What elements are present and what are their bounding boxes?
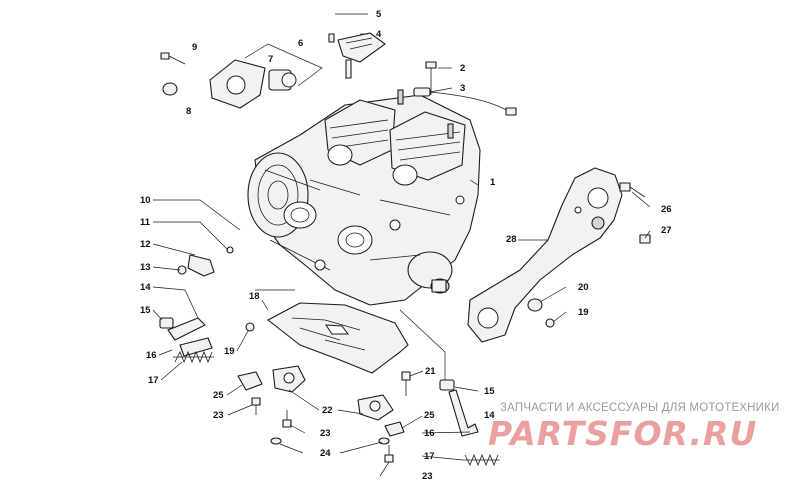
callout-18: 18 bbox=[249, 291, 260, 302]
callout-11: 11 bbox=[140, 217, 151, 228]
callout-15-left: 15 bbox=[140, 305, 151, 316]
callout-28: 28 bbox=[506, 234, 517, 245]
callout-19-right: 19 bbox=[578, 307, 589, 318]
callout-25-right: 25 bbox=[424, 410, 435, 421]
bolt-9 bbox=[160, 52, 186, 65]
callout-7: 7 bbox=[268, 54, 273, 65]
callout-12: 12 bbox=[140, 239, 151, 250]
bolt-19b bbox=[545, 318, 555, 328]
bolt-26 bbox=[619, 182, 646, 198]
callout-2: 2 bbox=[460, 63, 465, 74]
left-hardware bbox=[159, 246, 234, 364]
callout-26: 26 bbox=[661, 204, 672, 215]
engine-mount-plate-18 bbox=[267, 302, 409, 374]
callout-16-left: 16 bbox=[146, 350, 157, 361]
callout-1: 1 bbox=[490, 177, 496, 188]
bolts-23 bbox=[251, 397, 394, 463]
callout-19-left: 19 bbox=[224, 346, 235, 357]
bolt-27 bbox=[639, 234, 651, 244]
callout-14-left: 14 bbox=[140, 282, 151, 293]
washer-20 bbox=[527, 298, 543, 312]
bolt-19 bbox=[245, 322, 255, 332]
callout-4: 4 bbox=[376, 29, 382, 40]
bolt-2 bbox=[425, 61, 437, 95]
callout-13: 13 bbox=[140, 262, 151, 273]
thermostat-7 bbox=[268, 69, 297, 91]
engine-block bbox=[247, 89, 481, 306]
callout-17-left: 17 bbox=[148, 375, 159, 386]
callout-9: 9 bbox=[192, 42, 197, 53]
callout-21: 21 bbox=[425, 366, 436, 377]
clip-5 bbox=[328, 33, 335, 43]
callout-23-bottom: 23 bbox=[422, 471, 433, 482]
callout-14-right: 14 bbox=[484, 410, 495, 421]
callout-16-right: 16 bbox=[424, 428, 435, 439]
bolt-21 bbox=[401, 371, 411, 396]
callout-25-left: 25 bbox=[213, 390, 224, 401]
callout-20: 20 bbox=[578, 282, 589, 293]
right-hose-assembly bbox=[439, 379, 500, 467]
callout-10: 10 bbox=[140, 195, 151, 206]
callout-24: 24 bbox=[320, 448, 331, 459]
callout-27: 27 bbox=[661, 225, 672, 236]
callout-23-mid: 23 bbox=[320, 428, 331, 439]
watermark-logo: PARTSFOR.RU bbox=[488, 414, 758, 453]
clamp-25 bbox=[237, 371, 405, 437]
sensor-3 bbox=[413, 87, 517, 116]
callout-15-right: 15 bbox=[484, 386, 495, 397]
mount-22 bbox=[272, 365, 394, 421]
callout-22: 22 bbox=[322, 405, 333, 416]
callout-23-left: 23 bbox=[213, 410, 224, 421]
callout-3: 3 bbox=[460, 83, 465, 94]
bracket-28 bbox=[467, 167, 623, 343]
callout-8: 8 bbox=[186, 106, 191, 117]
thermostat-housing-6 bbox=[209, 59, 266, 109]
watermark-tagline: ЗАПЧАСТИ И АКСЕССУАРЫ ДЛЯ МОТОТЕХНИКИ bbox=[500, 402, 780, 414]
callout-5: 5 bbox=[376, 9, 382, 20]
washer-8 bbox=[162, 82, 178, 96]
callout-17-right: 17 bbox=[424, 451, 435, 462]
callout-6: 6 bbox=[298, 38, 303, 49]
washers-24 bbox=[270, 437, 390, 445]
